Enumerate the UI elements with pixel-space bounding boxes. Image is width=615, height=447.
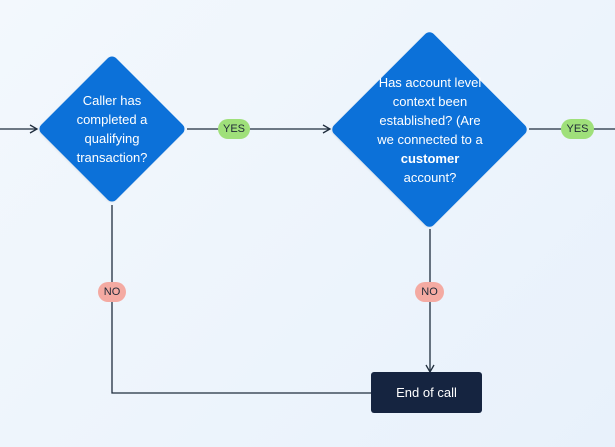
end-of-call-box: End of call: [371, 372, 482, 413]
no-label-2: NO: [415, 282, 444, 302]
yes-label-1: YES: [218, 119, 250, 139]
decision-label-2-start: Has account level context been establish…: [377, 75, 483, 147]
decision-text-1: Caller has completed a qualifying transa…: [72, 89, 152, 169]
no-label-1: NO: [98, 282, 126, 302]
decision-label-2: Has account level context been establish…: [374, 73, 486, 187]
decision-label-1: Caller has completed a qualifying transa…: [76, 93, 148, 165]
yes-label-2: YES: [561, 119, 594, 139]
decision-label-2-bold: customer: [400, 151, 460, 166]
decision-text-2: Has account level context been establish…: [374, 74, 486, 186]
connector-d1-no-path: [111, 205, 371, 394]
decision-label-2-end: account?: [403, 170, 457, 185]
